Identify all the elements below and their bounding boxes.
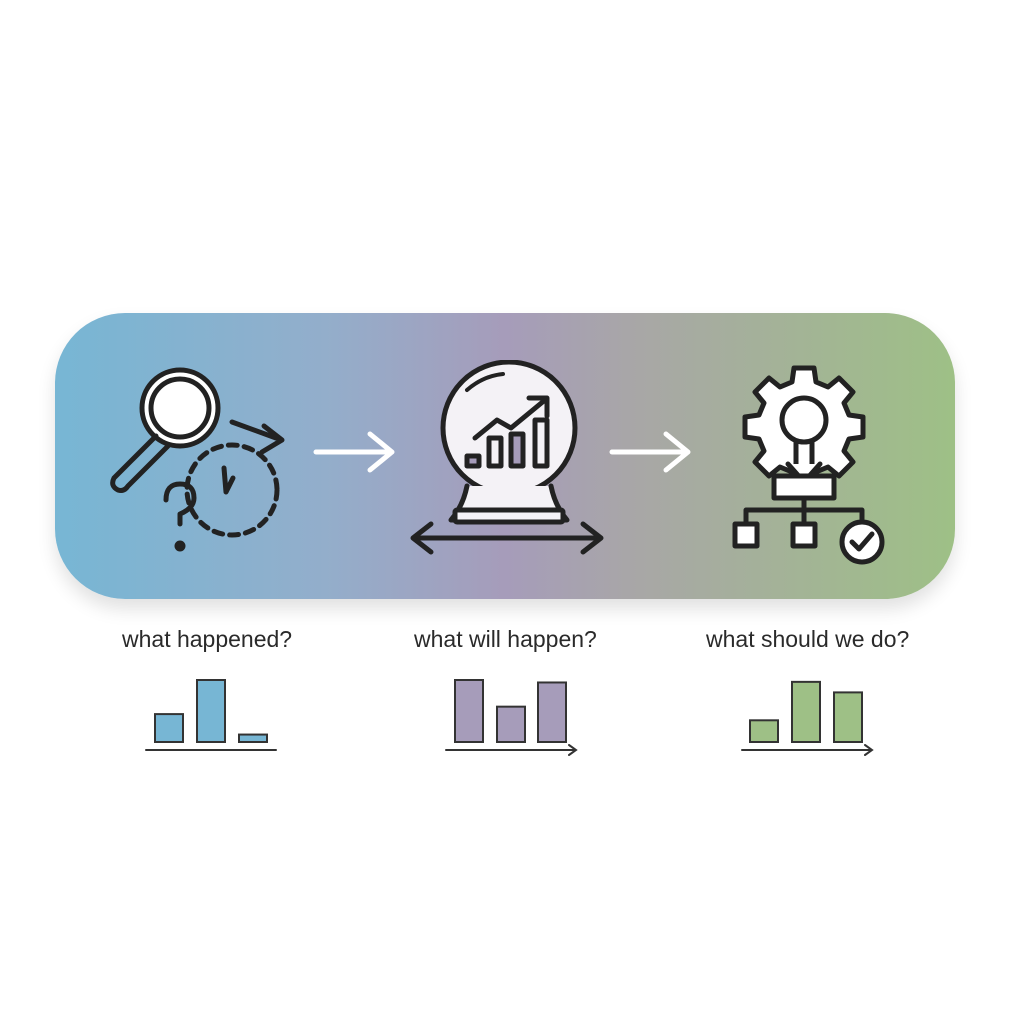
mini-bar	[196, 679, 226, 743]
mini-bar-chart-predictive	[445, 679, 578, 756]
gear-flowchart-check-icon	[732, 365, 885, 565]
mini-bar	[454, 679, 484, 743]
stage-label-predictive: what will happen?	[414, 626, 597, 652]
mini-bar	[833, 691, 863, 743]
mini-bar	[238, 733, 268, 743]
flow-arrow-icon	[609, 431, 691, 473]
mini-bar	[537, 681, 567, 743]
crystal-ball-chart-icon	[410, 360, 604, 555]
stage-label-prescriptive: what should we do?	[706, 626, 910, 652]
mini-bar	[154, 713, 184, 743]
mini-bar	[749, 719, 779, 743]
mini-bar	[496, 705, 526, 743]
mini-bar-chart-descriptive	[145, 679, 277, 751]
mini-axis	[741, 744, 874, 756]
stage-label-descriptive: what happened?	[122, 626, 293, 652]
magnifier-clock-question-icon	[110, 367, 285, 552]
mini-bar	[791, 680, 821, 743]
flow-arrow-icon	[313, 431, 395, 473]
mini-bar-chart-prescriptive	[741, 680, 874, 756]
mini-axis	[445, 744, 578, 756]
